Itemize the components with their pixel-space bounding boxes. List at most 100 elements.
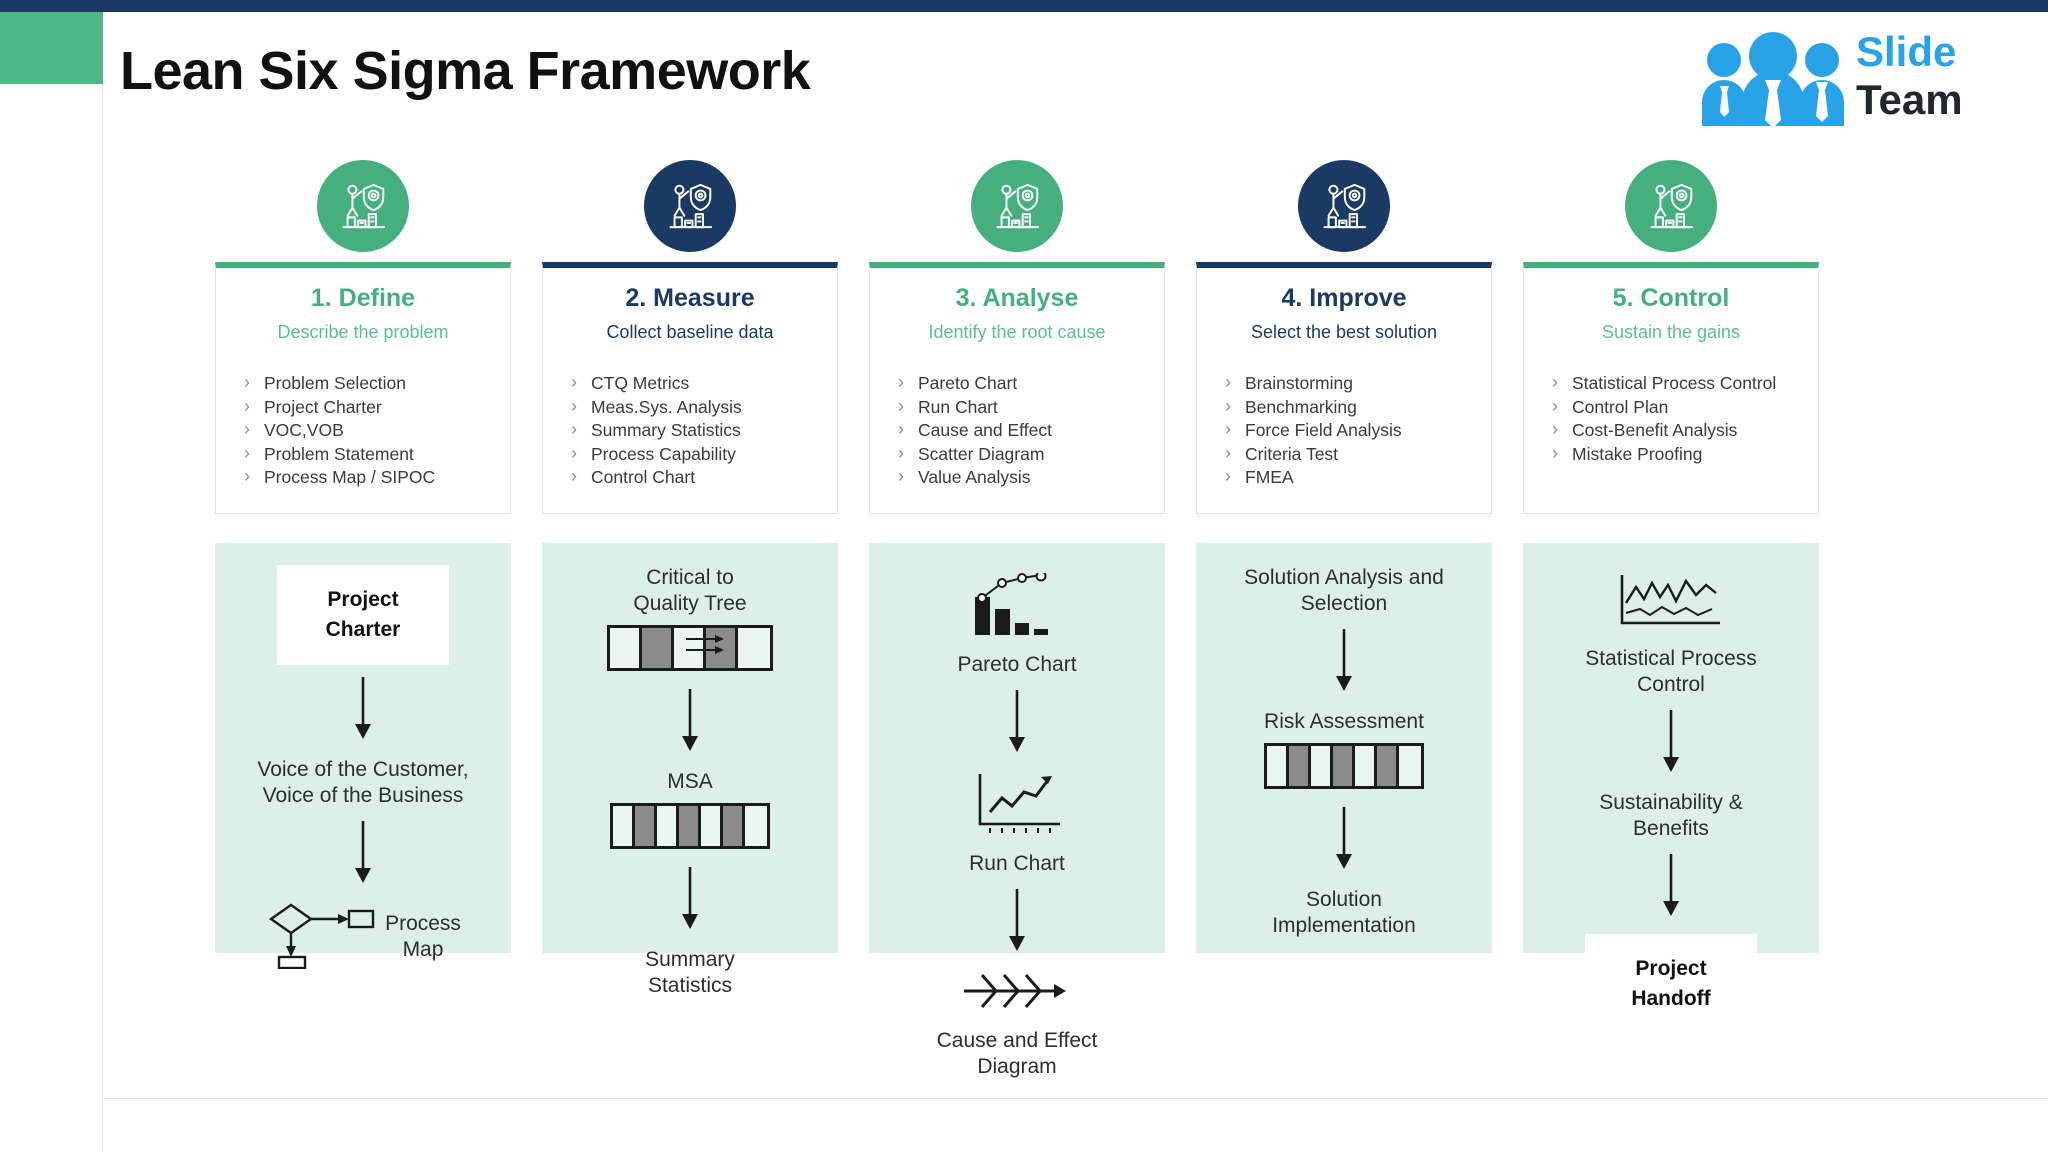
analytics-shield-person-icon [971,160,1063,252]
flow-step-label: Run Chart [969,852,1065,875]
flow-step-label: MSA [667,770,713,793]
phase-subtitle: Select the best solution [1250,322,1438,342]
left-rail [0,12,103,1098]
flow-step-label: Pareto Chart [957,653,1077,676]
down-arrow-icon [1663,710,1679,772]
analytics-shield-person-icon [644,160,736,252]
msa-strip-icon [610,803,770,849]
down-arrow-icon [1663,854,1679,916]
list-item[interactable]: Brainstorming [1223,371,1491,396]
down-arrow-icon [1009,690,1025,752]
phase-title: 1. Define [310,284,416,312]
analytics-shield-person-icon [317,160,409,252]
logo-text-slide: Slide [1856,28,1957,75]
list-item[interactable]: Problem Statement [242,442,510,467]
list-item[interactable]: Scatter Diagram [896,442,1164,467]
phase-subtitle: Identify the root cause [928,322,1106,342]
pareto-chart-icon [975,570,1048,635]
ctq-arrows-icon [686,635,724,654]
phase-title: 3. Analyse [955,284,1079,312]
run-chart-icon [978,774,1060,833]
bottom-bar [0,1098,2048,1152]
list-item[interactable]: Process Map / SIPOC [242,465,510,490]
analytics-shield-person-icon [1298,160,1390,252]
list-item[interactable]: Process Capability [569,442,837,467]
list-item[interactable]: Meas.Sys. Analysis [569,395,837,420]
down-arrow-icon [355,821,371,883]
analytics-shield-person-icon [1625,160,1717,252]
down-arrow-icon [682,689,698,751]
list-item[interactable]: CTQ Metrics [569,371,837,396]
people-group-icon [1702,32,1844,126]
logo-text-team: Team [1856,76,1963,123]
down-arrow-icon [1336,629,1352,691]
list-item[interactable]: FMEA [1223,465,1491,490]
flow-step-label: Voice of the Customer,Voice of the Busin… [257,758,469,807]
ctq-tree-strip-icon [607,625,773,671]
phase-title: 4. Improve [1281,284,1407,312]
phase-tool-list: BrainstormingBenchmarkingForce Field Ana… [1223,371,1491,490]
slideteam-logo: Slide Team [1698,22,2028,130]
down-arrow-icon [355,677,371,739]
page-title: Lean Six Sigma Framework [120,41,811,101]
phase-title: 2. Measure [625,284,755,312]
list-item[interactable]: Control Chart [569,465,837,490]
phase-subtitle: Collect baseline data [606,322,774,342]
list-item[interactable]: Project Charter [242,395,510,420]
list-item[interactable]: Summary Statistics [569,418,837,443]
green-corner-tab [0,12,103,84]
list-item[interactable]: Run Chart [896,395,1164,420]
risk-strip-icon [1264,743,1424,789]
phase-tool-list: CTQ MetricsMeas.Sys. AnalysisSummary Sta… [569,371,837,490]
flow-step-label: Sustainability &Benefits [1599,791,1743,840]
list-item[interactable]: Criteria Test [1223,442,1491,467]
phase-tool-list: Statistical Process ControlControl PlanC… [1550,371,1818,467]
list-item[interactable]: Benchmarking [1223,395,1491,420]
phase-tool-list: Problem SelectionProject CharterVOC,VOBP… [242,371,510,490]
process-map-icon [268,903,375,970]
top-accent-bar [0,0,2048,12]
list-item[interactable]: Mistake Proofing [1550,442,1818,467]
ctq-tree-cells [607,625,773,671]
list-item[interactable]: Force Field Analysis [1223,418,1491,443]
bottom-left-rail [0,1098,103,1152]
phase-title: 5. Control [1612,284,1730,312]
down-arrow-icon [1009,889,1025,951]
list-item[interactable]: Problem Selection [242,371,510,396]
list-item[interactable]: Statistical Process Control [1550,371,1818,396]
flow-step-label: Risk Assessment [1264,710,1424,733]
list-item[interactable]: Value Analysis [896,465,1164,490]
phase-subtitle: Sustain the gains [1601,322,1741,342]
list-item[interactable]: Cause and Effect [896,418,1164,443]
list-item[interactable]: Cost-Benefit Analysis [1550,418,1818,443]
down-arrow-icon [682,867,698,929]
down-arrow-icon [1336,807,1352,869]
list-item[interactable]: Control Plan [1550,395,1818,420]
phase-subtitle: Describe the problem [277,322,449,342]
list-item[interactable]: VOC,VOB [242,418,510,443]
list-item[interactable]: Pareto Chart [896,371,1164,396]
